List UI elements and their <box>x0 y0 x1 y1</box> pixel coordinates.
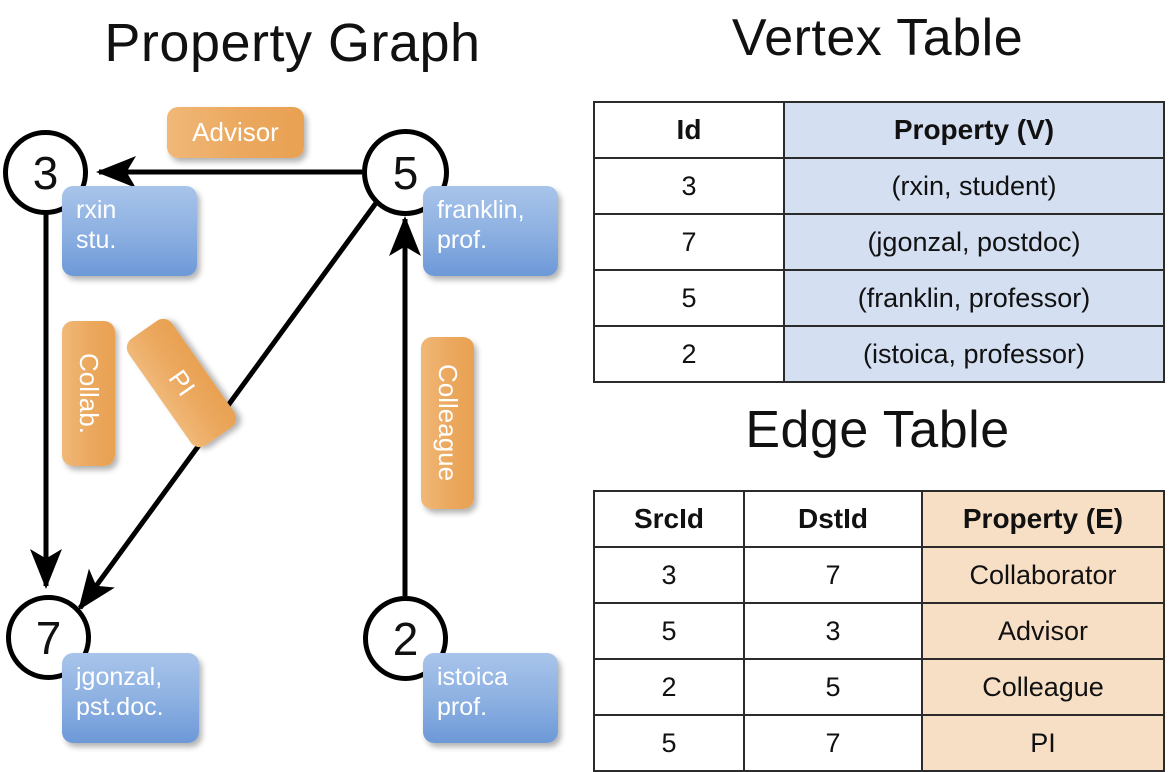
edge-row-0-property: Collaborator <box>921 546 1165 604</box>
edge-row-1-property: Advisor <box>921 602 1165 660</box>
edge-table-row: 5 7 PI <box>593 714 1165 772</box>
page-title-vertex-table: Vertex Table <box>731 9 1024 67</box>
graph-node-5[interactable]: 5 <box>362 129 449 216</box>
node-property-box-3[interactable]: rxin stu. <box>62 186 197 276</box>
edge-row-3-property: PI <box>921 714 1165 772</box>
edge-label-pi-text: PI <box>162 364 202 402</box>
vertex-table-row: 3 (rxin, student) <box>593 157 1165 215</box>
edge-table-header-row: SrcId DstId Property (E) <box>593 490 1165 548</box>
vertex-row-0-property: (rxin, student) <box>783 157 1165 215</box>
vertex-table-row: 5 (franklin, professor) <box>593 269 1165 327</box>
edge-label-collab[interactable]: Collab. <box>62 321 115 466</box>
vertex-row-2-property: (franklin, professor) <box>783 269 1165 327</box>
graph-node-2[interactable]: 2 <box>363 596 448 681</box>
edge-row-2-property: Colleague <box>921 658 1165 716</box>
vertex-row-0-id: 3 <box>593 157 785 215</box>
edge-table-header-srcid: SrcId <box>593 490 745 548</box>
edge-row-0-dst: 7 <box>743 546 923 604</box>
node-property-2-line2: prof. <box>437 692 488 721</box>
vertex-table-row: 2 (istoica, professor) <box>593 325 1165 383</box>
edge-label-colleague[interactable]: Colleague <box>421 337 474 509</box>
edge-table: SrcId DstId Property (E) 3 7 Collaborato… <box>593 490 1165 772</box>
node-property-box-2[interactable]: istoica prof. <box>423 653 558 743</box>
vertex-table-row: 7 (jgonzal, postdoc) <box>593 213 1165 271</box>
graph-node-2-label: 2 <box>392 612 419 665</box>
node-property-2-line1: istoica <box>437 663 508 691</box>
page-title-edge-table: Edge Table <box>745 401 1010 459</box>
edge-row-3-src: 5 <box>593 714 745 772</box>
vertex-table-header-row: Id Property (V) <box>593 101 1165 159</box>
edge-row-0-src: 3 <box>593 546 745 604</box>
edge-table-header-dstid: DstId <box>743 490 923 548</box>
node-property-7-line1: jgonzal, <box>76 663 163 691</box>
vertex-row-3-id: 2 <box>593 325 785 383</box>
edge-table-header-property: Property (E) <box>921 490 1165 548</box>
edge-row-2-src: 2 <box>593 658 745 716</box>
vertex-table: Id Property (V) 3 (rxin, student) 7 (jgo… <box>593 101 1165 383</box>
node-property-5-line2: prof. <box>437 225 488 254</box>
node-property-3-line1: rxin <box>76 196 117 224</box>
node-property-5-line1: franklin, <box>437 196 525 224</box>
vertex-row-2-id: 5 <box>593 269 785 327</box>
edge-label-collab-text: Collab. <box>74 353 104 434</box>
vertex-row-1-id: 7 <box>593 213 785 271</box>
page-title-property-graph: Property Graph <box>104 13 481 73</box>
edge-row-2-dst: 5 <box>743 658 923 716</box>
node-property-box-5[interactable]: franklin, prof. <box>423 186 558 276</box>
edge-table-row: 5 3 Advisor <box>593 602 1165 660</box>
edge-label-advisor-text: Advisor <box>192 117 279 147</box>
edge-row-1-dst: 3 <box>743 602 923 660</box>
node-property-3-line2: stu. <box>76 225 117 254</box>
vertex-table-header-property: Property (V) <box>783 101 1165 159</box>
node-property-box-7[interactable]: jgonzal, pst.doc. <box>62 653 199 743</box>
property-graph-diagram: 3 5 7 2 rxin stu. franklin, prof. jgonza… <box>0 0 585 760</box>
edge-table-row: 3 7 Collaborator <box>593 546 1165 604</box>
edge-label-advisor[interactable]: Advisor <box>167 107 304 158</box>
vertex-row-1-property: (jgonzal, postdoc) <box>783 213 1165 271</box>
vertex-row-3-property: (istoica, professor) <box>783 325 1165 383</box>
edge-table-row: 2 5 Colleague <box>593 658 1165 716</box>
graph-node-7-label: 7 <box>35 611 62 664</box>
vertex-table-header-id: Id <box>593 101 785 159</box>
edge-label-colleague-text: Colleague <box>433 364 463 482</box>
node-property-7-line2: pst.doc. <box>76 692 164 721</box>
edge-row-3-dst: 7 <box>743 714 923 772</box>
edge-row-1-src: 5 <box>593 602 745 660</box>
graph-node-3-label: 3 <box>32 146 59 199</box>
graph-node-5-label: 5 <box>392 146 419 199</box>
